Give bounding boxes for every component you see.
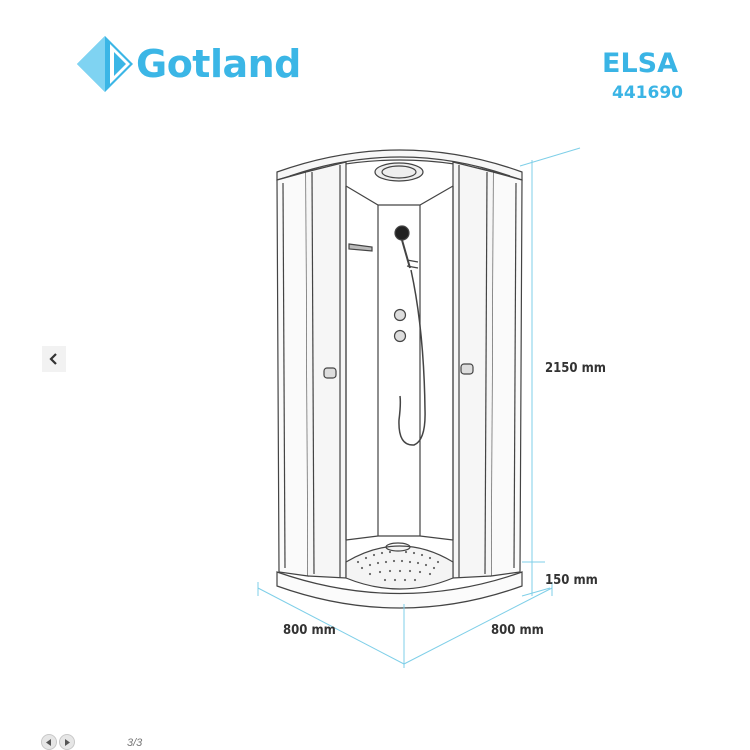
- gallery-nav: [41, 734, 75, 750]
- model-code: 441690: [612, 83, 683, 103]
- model-name: ELSA: [602, 48, 678, 79]
- right-width-dimension-label: 800 mm: [491, 623, 544, 638]
- gallery-prev-button[interactable]: [41, 734, 57, 750]
- chevron-left-icon: [49, 353, 57, 365]
- triangle-left-icon: [46, 738, 51, 746]
- brand-name: Gotland: [136, 42, 301, 86]
- height-dimension-label: 2150 mm: [545, 361, 606, 376]
- triangle-right-icon: [65, 738, 70, 746]
- previous-image-button[interactable]: [42, 346, 66, 372]
- gallery-counter: 3/3: [127, 737, 143, 749]
- left-width-dimension-label: 800 mm: [283, 623, 336, 638]
- gallery-next-button[interactable]: [59, 734, 75, 750]
- gotland-logo-mark: [77, 36, 133, 92]
- base-dimension-label: 150 mm: [545, 573, 598, 588]
